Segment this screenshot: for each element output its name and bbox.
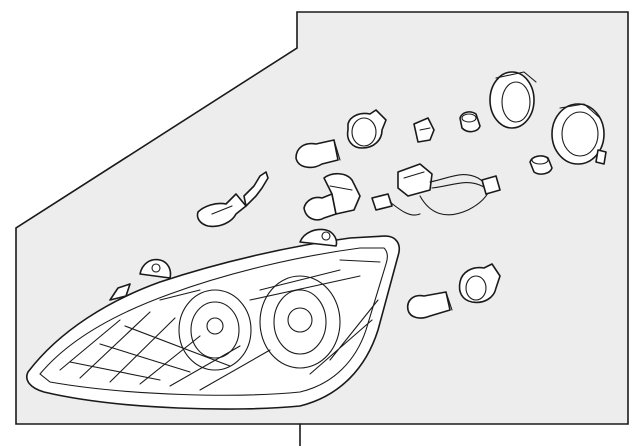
headlamp-assembly	[26, 228, 401, 410]
small-bulb-cap	[529, 155, 553, 175]
wedge-bulb-socket	[196, 171, 269, 228]
dust-cover-ring	[489, 71, 537, 129]
headlight-bulb	[303, 172, 361, 221]
bulb-cap	[459, 111, 481, 133]
side-marker-socket	[458, 263, 501, 304]
side-marker-bulb	[406, 291, 453, 319]
dust-cover-cap	[551, 103, 607, 165]
retaining-clip	[413, 117, 435, 143]
wiring-harness	[371, 163, 501, 216]
bulb-socket	[346, 109, 387, 149]
turn-signal-bulb	[295, 139, 341, 169]
